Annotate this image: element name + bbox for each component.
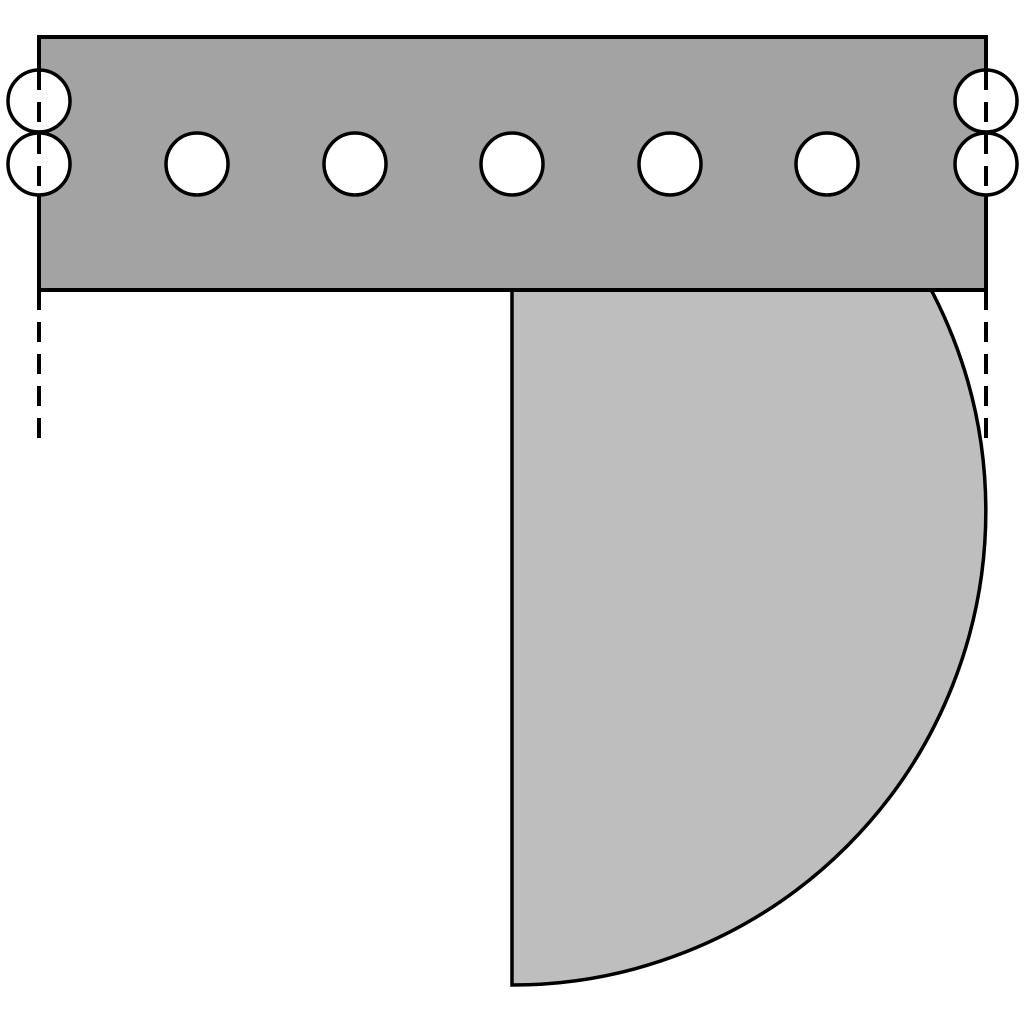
guide-lines [37,290,988,448]
hole-4 [637,131,703,197]
edge-guides-through-holes [37,70,988,195]
hole-right-edge-bottom [953,131,1019,197]
hole-2 [322,131,388,197]
hole-1 [164,131,230,197]
hole-3 [479,131,545,197]
hole-left-edge-bottom [6,131,72,197]
hole-5 [794,131,860,197]
holes-group [6,68,1019,197]
